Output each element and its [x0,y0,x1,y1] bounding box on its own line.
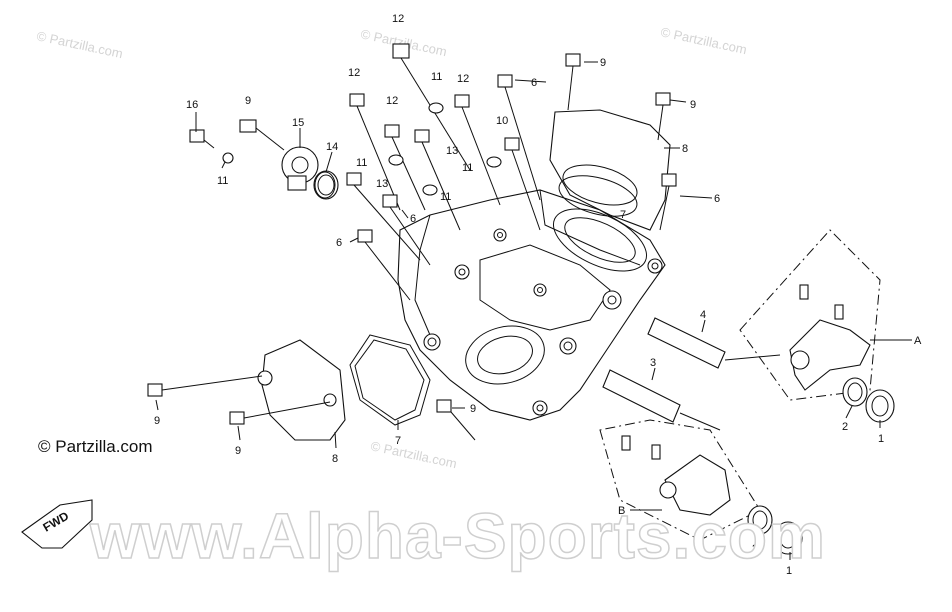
callout-9: 9 [154,415,160,427]
callout-9: 9 [470,403,476,415]
callout-4: 4 [700,309,706,321]
callout-7: 7 [620,209,626,221]
view-label-b: B [618,505,625,517]
callout-15: 15 [292,117,304,129]
side-cover [257,339,346,441]
leader-lines [155,61,881,560]
callout-6: 6 [714,193,720,205]
callout-8: 8 [332,453,338,465]
callout-11: 11 [440,191,451,203]
watermark-tl: © Partzilla.com [35,28,124,61]
callout-12: 12 [348,67,360,79]
callout-11: 11 [217,175,228,187]
watermark-tr: © Partzilla.com [659,24,748,57]
callout-11: 11 [431,71,442,83]
callout-6: 6 [410,213,416,225]
callout-12: 12 [386,95,398,107]
o-ring-14 [314,171,336,199]
callout-16: 16 [186,99,198,111]
callout-9: 9 [245,95,251,107]
alpha-sports-watermark: www.Alpha-Sports.com [89,500,826,572]
rocker-view-b [599,419,803,555]
callout-9: 9 [600,57,606,69]
rocker-view-a [739,229,912,423]
callout-2: 2 [752,543,758,555]
callout-11: 11 [356,157,367,169]
callout-10: 10 [496,115,508,127]
callout-12: 12 [457,73,469,85]
callout-11: 11 [462,162,473,174]
callout-9: 9 [690,99,696,111]
callout-8: 8 [682,143,688,155]
intake-cover [549,109,671,231]
callout-9: 9 [235,445,241,457]
copyright-text: © Partzilla.com [38,437,153,456]
callout-6: 6 [531,77,537,89]
bolts [147,43,677,441]
water-pump [189,119,339,200]
callout-13: 13 [376,178,388,190]
watermark-mc: © Partzilla.com [369,438,458,471]
callout-1: 1 [878,433,884,445]
view-label-a: A [914,335,922,347]
callout-13: 13 [446,145,458,157]
fwd-arrow: FWD [21,499,93,549]
callout-14: 14 [326,141,338,153]
callouts: 16 9 11 15 14 12 12 12 12 11 11 11 11 13… [154,13,922,577]
callout-2: 2 [842,421,848,433]
gasket-lower [349,334,431,426]
gasket-upper [558,175,638,217]
callout-1: 1 [786,565,792,577]
callout-6: 6 [336,237,342,249]
rocker-shafts [602,317,781,431]
callout-12: 12 [392,13,404,25]
callout-3: 3 [650,357,656,369]
callout-7: 7 [395,435,401,447]
cylinder-head [397,189,666,421]
